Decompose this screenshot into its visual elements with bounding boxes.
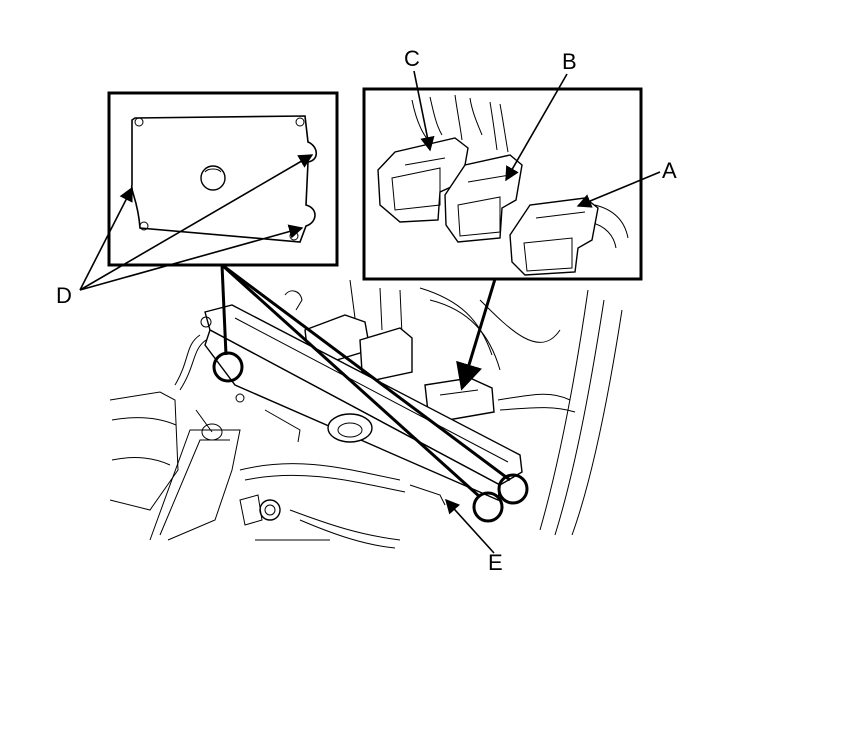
callout-b: B: [505, 49, 577, 182]
mount-circle-left: [212, 351, 244, 383]
callout-a-label: A: [662, 158, 677, 183]
callout-d: D: [56, 154, 314, 308]
inset-connectors: [362, 87, 643, 281]
callout-c: C: [404, 46, 435, 152]
callout-a: A: [576, 158, 677, 208]
mount-circle-right: [497, 473, 529, 505]
callout-e-label: E: [488, 550, 503, 575]
callout-c-label: C: [404, 46, 420, 71]
inset-frame-right: [362, 87, 643, 281]
mount-circle-bottom: [472, 491, 504, 523]
engine-bay-scene: [109, 279, 623, 549]
callout-d-label: D: [56, 283, 72, 308]
inset-ecm-cover: [107, 91, 339, 267]
inset-leader-lines: [212, 263, 529, 523]
callout-e: E: [445, 498, 503, 575]
callout-b-label: B: [562, 49, 577, 74]
